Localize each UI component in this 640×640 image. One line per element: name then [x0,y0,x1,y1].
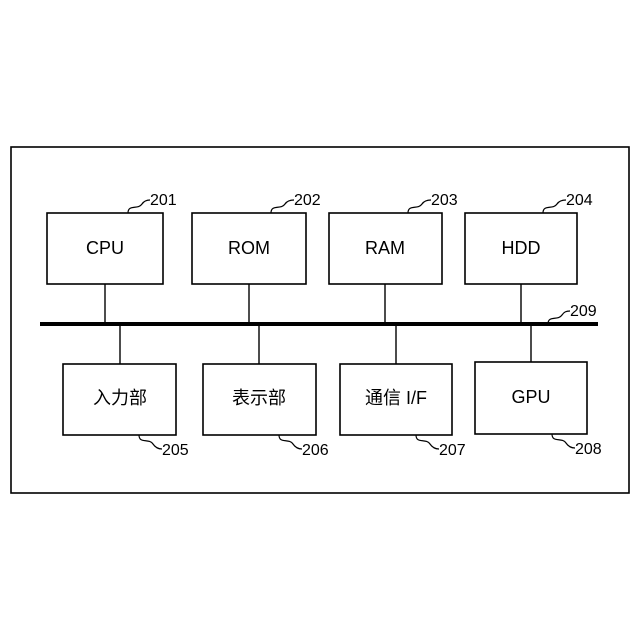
ram-label: RAM [365,238,405,258]
hdd-label: HDD [502,238,541,258]
ram-block: RAM 203 [329,192,458,324]
bus-ref-number: 209 [570,303,597,320]
rom-label: ROM [228,238,270,258]
gpu-ref-number: 208 [575,441,602,458]
input-unit-ref-number: 205 [162,442,189,459]
rom-ref-number: 202 [294,192,321,209]
bus-reference: 209 [548,303,597,324]
input-unit-label: 入力部 [93,388,147,408]
input-unit-block: 入力部 205 [63,324,189,459]
communication-if-label: 通信 I/F [365,388,427,408]
cpu-block: CPU 201 [47,192,177,324]
rom-block: ROM 202 [192,192,321,324]
communication-if-ref-number: 207 [439,442,466,459]
cpu-label: CPU [86,238,124,258]
hdd-ref-number: 204 [566,192,593,209]
display-unit-label: 表示部 [232,388,286,408]
cpu-ref-number: 201 [150,192,177,209]
gpu-block: GPU 208 [475,324,602,458]
gpu-label: GPU [511,387,550,407]
communication-if-block: 通信 I/F 207 [340,324,466,459]
display-unit-ref-number: 206 [302,442,329,459]
ram-ref-number: 203 [431,192,458,209]
display-unit-block: 表示部 206 [203,324,329,459]
